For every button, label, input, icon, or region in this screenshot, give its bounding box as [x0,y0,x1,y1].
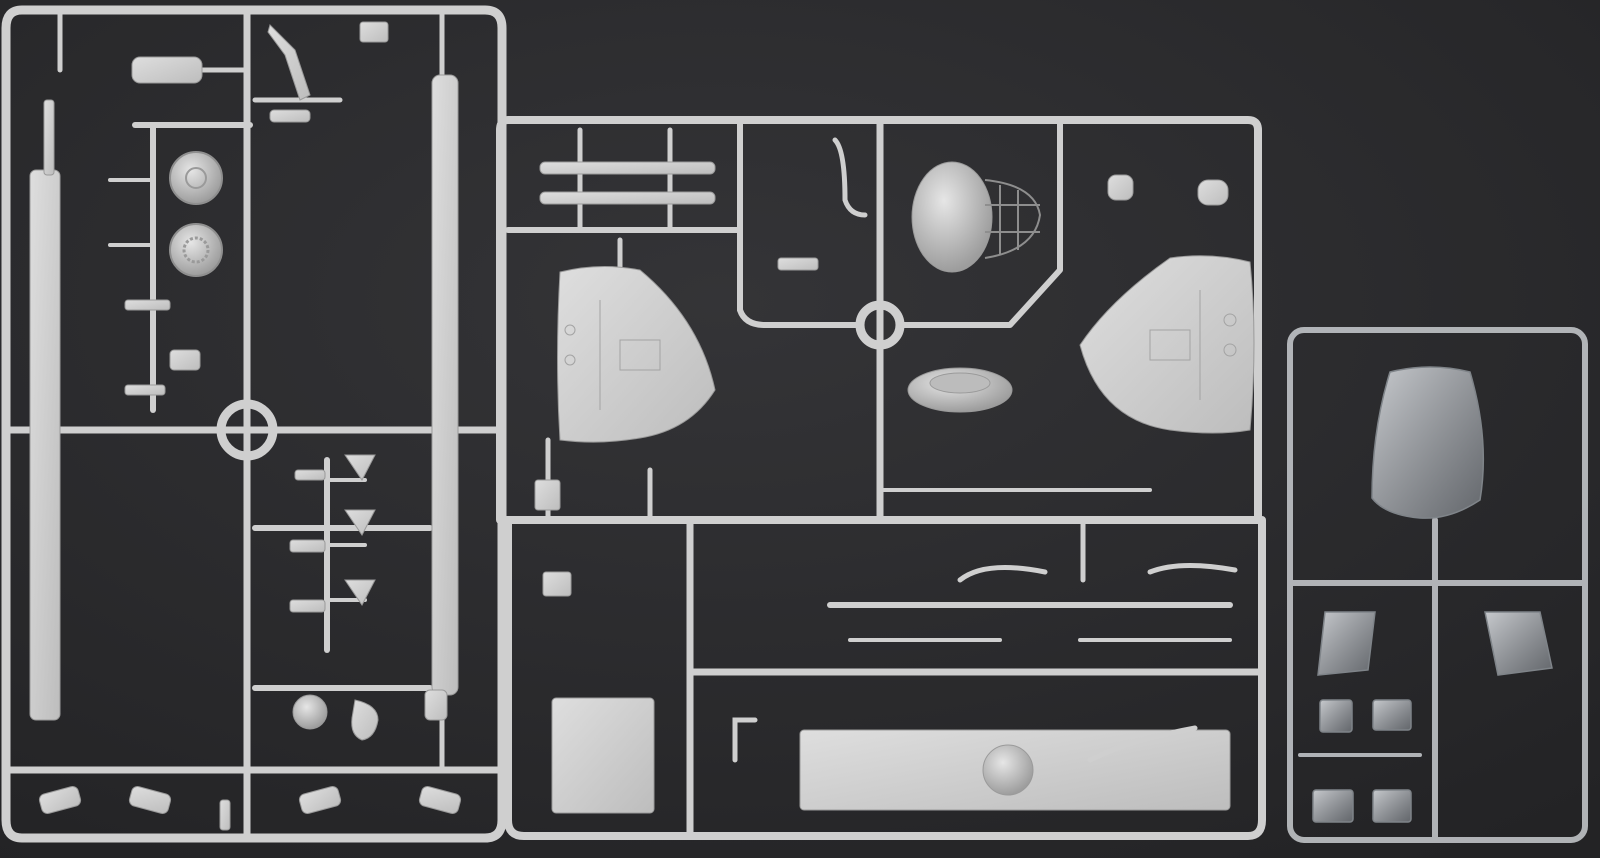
dome-cage-detail [984,179,1042,259]
left-wheel-parts [169,151,223,277]
middle-sprue-parts [534,161,1255,814]
middle-rod-parts [732,137,1238,763]
left-small-parts [38,21,462,831]
left-blade-parts [29,74,459,721]
middle-sprue [496,116,1266,840]
nose-panel-detail [564,290,1237,410]
clear-parts [1312,366,1553,823]
clear-sprue [1287,327,1588,843]
